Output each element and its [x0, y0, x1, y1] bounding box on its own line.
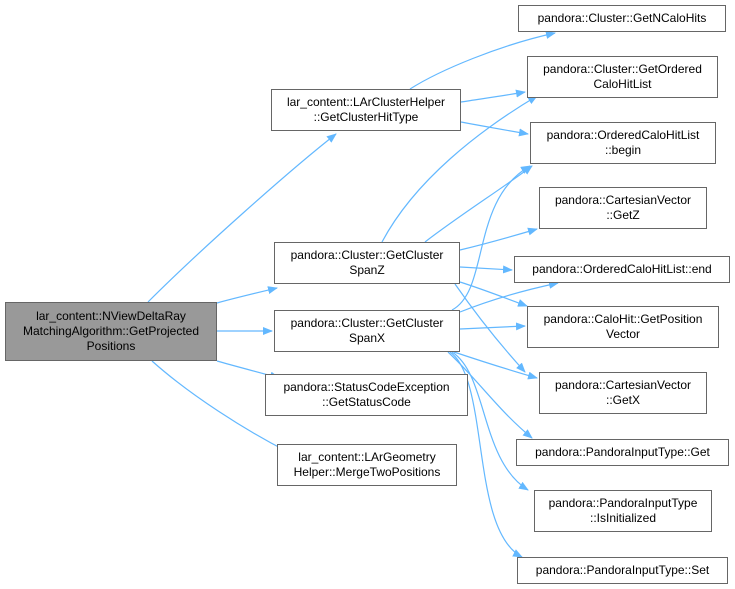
- node-pandorainputtype-isinitialized[interactable]: pandora::PandoraInputType ::IsInitialize…: [534, 490, 712, 532]
- node-label-line: ::GetX: [605, 393, 640, 407]
- edge-getclusterspanx-to-pandorainputtype-isinitialized: [451, 351, 529, 491]
- edge-getclusterspanz-to-getx: [454, 283, 526, 373]
- node-calohit-getpositionvector[interactable]: pandora::CaloHit::GetPosition Vector: [527, 306, 719, 348]
- node-label-line: pandora::StatusCodeException: [283, 380, 450, 394]
- node-cluster-getclusterspanz[interactable]: pandora::Cluster::GetCluster SpanZ: [274, 242, 460, 284]
- edge-getclusterspanx-to-pandorainputtype-get: [447, 351, 533, 439]
- edge-getclusterspanx-to-orderedcalohitlist-begin: [451, 165, 531, 311]
- edge-getclusterspanz-to-orderedcalohitlist-begin: [424, 165, 533, 243]
- node-cluster-getclusterspanx[interactable]: pandora::Cluster::GetCluster SpanX: [274, 310, 460, 352]
- node-label-line: pandora::Cluster::GetOrdered: [543, 62, 702, 76]
- node-label-line: pandora::Cluster::GetNCaloHits: [537, 11, 707, 25]
- edge-getclusterspanx-to-orderedcalohitlist-end: [459, 280, 559, 313]
- edge-getclusterspanz-to-getz: [459, 227, 538, 251]
- edge-getclusterspanz-to-getpositionvector: [459, 281, 528, 307]
- edge-getclusterhittype-to-getncalohits: [409, 31, 556, 90]
- node-label-line: lar_content::LArClusterHelper: [286, 95, 446, 109]
- edge-root-to-getclusterhittype: [147, 133, 337, 303]
- node-nviewdeltaray-getprojectedpositions: lar_content::NViewDeltaRay MatchingAlgor…: [5, 302, 217, 361]
- edge-root-to-mergetwopositions: [151, 360, 289, 453]
- node-label-line: ::GetClusterHitType: [313, 110, 419, 124]
- node-largeometryhelper-mergetwopositions[interactable]: lar_content::LArGeometry Helper::MergeTw…: [277, 444, 457, 486]
- node-label-line: SpanX: [348, 331, 386, 345]
- node-statuscodeexception-getstatuscode[interactable]: pandora::StatusCodeException ::GetStatus…: [265, 374, 468, 416]
- node-pandorainputtype-get[interactable]: pandora::PandoraInputType::Get: [516, 439, 729, 466]
- node-label-line: pandora::CaloHit::GetPosition: [543, 312, 703, 326]
- node-label-line: pandora::CartesianVector: [554, 193, 692, 207]
- edge-getclusterhittype-to-getorderedcalohitlist: [460, 89, 526, 103]
- node-label-line: lar_content::NViewDeltaRay: [36, 309, 186, 323]
- node-label-line: ::IsInitialized: [589, 511, 657, 525]
- node-orderedcalohitlist-end[interactable]: pandora::OrderedCaloHitList::end: [514, 256, 730, 283]
- edge-getclusterspanx-to-getpositionvector: [459, 322, 526, 331]
- edge-getclusterhittype-to-orderedcalohitlist-begin: [460, 121, 529, 137]
- node-label-line: CaloHitList: [593, 77, 652, 91]
- node-label-line: pandora::OrderedCaloHitList::end: [532, 262, 712, 276]
- edge-getclusterspanx-to-pandorainputtype-set: [449, 351, 523, 558]
- node-label-line: pandora::CartesianVector: [554, 378, 692, 392]
- call-edges: [147, 31, 559, 558]
- edge-root-to-getclusterspanz: [216, 286, 278, 304]
- node-cluster-getncalohits[interactable]: pandora::Cluster::GetNCaloHits: [518, 5, 726, 32]
- node-label-line: Vector: [605, 327, 641, 341]
- node-label-line: Positions: [86, 339, 136, 353]
- node-label-line: ::begin: [604, 143, 642, 157]
- node-cluster-getorderedcalohitlist[interactable]: pandora::Cluster::GetOrdered CaloHitList: [527, 56, 718, 98]
- node-label-line: pandora::OrderedCaloHitList: [546, 128, 700, 142]
- node-label-line: pandora::PandoraInputType: [548, 496, 698, 510]
- node-label-line: MatchingAlgorithm::GetProjected: [22, 324, 200, 338]
- node-orderedcalohitlist-begin[interactable]: pandora::OrderedCaloHitList ::begin: [530, 122, 716, 164]
- node-label-line: ::GetStatusCode: [322, 395, 411, 409]
- edge-getclusterspanz-to-getorderedcalohitlist: [381, 95, 538, 243]
- node-label-line: SpanZ: [349, 263, 385, 277]
- node-label-line: pandora::Cluster::GetCluster: [290, 248, 444, 262]
- node-label-line: Helper::MergeTwoPositions: [293, 465, 441, 479]
- edge-getclusterspanz-to-orderedcalohitlist-end: [459, 265, 513, 274]
- node-cartesianvector-getz[interactable]: pandora::CartesianVector ::GetZ: [539, 187, 707, 229]
- node-label-line: lar_content::LArGeometry: [298, 450, 436, 464]
- node-label-line: pandora::PandoraInputType::Set: [535, 563, 710, 577]
- node-label-line: ::GetZ: [606, 208, 640, 222]
- node-pandorainputtype-set[interactable]: pandora::PandoraInputType::Set: [517, 557, 728, 584]
- node-label-line: pandora::PandoraInputType::Get: [535, 445, 710, 459]
- node-cartesianvector-getx[interactable]: pandora::CartesianVector ::GetX: [539, 372, 707, 414]
- node-label-line: pandora::Cluster::GetCluster: [290, 316, 444, 330]
- node-larclusterhelper-getclusterhittype[interactable]: lar_content::LArClusterHelper ::GetClust…: [271, 89, 461, 131]
- edge-getclusterspanx-to-getx: [453, 351, 538, 380]
